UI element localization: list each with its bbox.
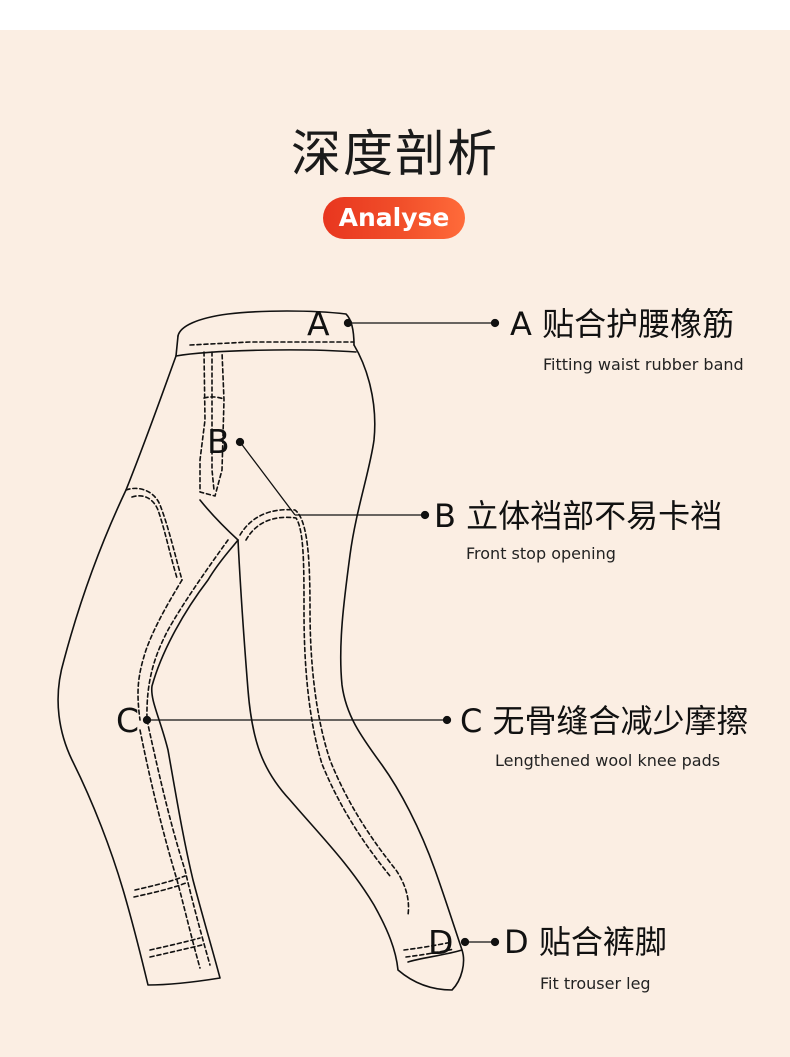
page-title: 深度剖析 bbox=[291, 125, 499, 183]
callout-c-subtitle: Lengthened wool knee pads bbox=[495, 751, 721, 770]
right-leg-inner bbox=[237, 344, 465, 991]
front-fly-seam bbox=[199, 351, 225, 497]
waistband-outline bbox=[177, 310, 355, 346]
callout-b-dot-start bbox=[235, 437, 245, 447]
callout-b-line-1 bbox=[239, 441, 296, 516]
callout-b-subtitle: Front stop opening bbox=[466, 544, 616, 563]
callout-b-dot-end bbox=[420, 510, 430, 520]
crotch-line bbox=[199, 499, 239, 541]
callout-a-subtitle: Fitting waist rubber band bbox=[543, 355, 744, 374]
marker-b: B bbox=[207, 422, 230, 461]
callout-d-title: D 贴合裤脚 bbox=[504, 923, 667, 961]
marker-d: D bbox=[428, 923, 454, 962]
callout-c-dot-end bbox=[442, 715, 452, 725]
callout-d-subtitle: Fit trouser leg bbox=[540, 974, 651, 993]
analyse-badge: Analyse bbox=[323, 197, 465, 239]
callout-b-title: B 立体裆部不易卡裆 bbox=[434, 497, 723, 535]
callout-a-dot-start bbox=[343, 318, 353, 328]
callout-d-dot-start bbox=[460, 937, 470, 947]
waistband-bottom bbox=[175, 349, 357, 357]
right-knee-seam bbox=[239, 508, 410, 916]
marker-a: A bbox=[307, 304, 330, 343]
left-knee-seam bbox=[125, 487, 183, 581]
callout-c-title: C 无骨缝合减少摩擦 bbox=[460, 702, 749, 740]
callout-a-title: A 贴合护腰橡筋 bbox=[510, 305, 735, 343]
callout-c-dot-start bbox=[142, 715, 152, 725]
callout-a-dot-end bbox=[490, 318, 500, 328]
marker-c: C bbox=[116, 701, 140, 740]
callout-d-dot-end bbox=[490, 937, 500, 947]
left-leg-outer bbox=[57, 355, 239, 986]
